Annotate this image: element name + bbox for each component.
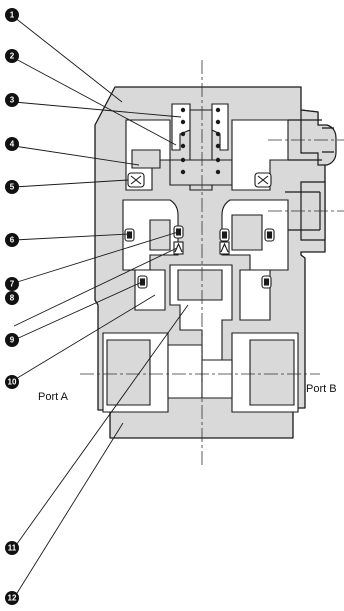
callout-6: 6	[5, 233, 19, 247]
seal-9	[137, 275, 148, 289]
callout-1: 1	[5, 8, 19, 22]
pilot-holes	[180, 107, 221, 175]
callout-4-label: 4	[10, 140, 15, 149]
seal-8	[173, 241, 184, 255]
callout-8: 8	[5, 291, 19, 305]
callout-9: 9	[5, 333, 19, 347]
callout-2-label: 2	[10, 52, 15, 61]
seal-right-upper	[254, 172, 272, 188]
callout-3: 3	[5, 93, 19, 107]
callout-3-label: 3	[10, 96, 15, 105]
lower-right-fitting	[285, 181, 326, 241]
seal-right-mid-a	[219, 228, 230, 242]
callout-8-label: 8	[10, 294, 15, 303]
seal-7	[173, 225, 184, 239]
upper-right-fitting	[288, 109, 337, 166]
callout-7-label: 7	[10, 280, 15, 289]
callout-11-label: 11	[8, 544, 17, 553]
callout-6-label: 6	[10, 236, 15, 245]
seal-right-mid-b	[219, 241, 230, 255]
port-b-label: Port B	[306, 383, 337, 395]
callout-7: 7	[5, 277, 19, 291]
leader-lines	[13, 16, 189, 599]
port-a-bore	[102, 332, 203, 413]
callout-4: 4	[5, 137, 19, 151]
callout-1-label: 1	[10, 11, 15, 20]
seal-left-upper	[127, 172, 145, 188]
callout-2: 2	[5, 49, 19, 63]
spool-left	[122, 199, 179, 271]
callout-10-label: 10	[8, 378, 17, 387]
port-a-label: Port A	[38, 391, 69, 403]
seal-6	[124, 228, 135, 242]
callout-12-label: 12	[8, 594, 17, 603]
callout-11: 11	[5, 541, 19, 555]
callout-9-label: 9	[10, 336, 15, 345]
pilot-chamber	[169, 103, 233, 191]
centerlines	[80, 60, 344, 465]
callout-12: 12	[5, 591, 19, 605]
spool-right	[221, 199, 289, 271]
seal-right-far	[264, 228, 275, 242]
seal-right-lower	[261, 275, 272, 289]
upper-right-chamber	[231, 119, 289, 191]
callout-10: 10	[5, 375, 19, 389]
callout-5: 5	[5, 180, 19, 194]
callout-5-label: 5	[10, 183, 15, 192]
